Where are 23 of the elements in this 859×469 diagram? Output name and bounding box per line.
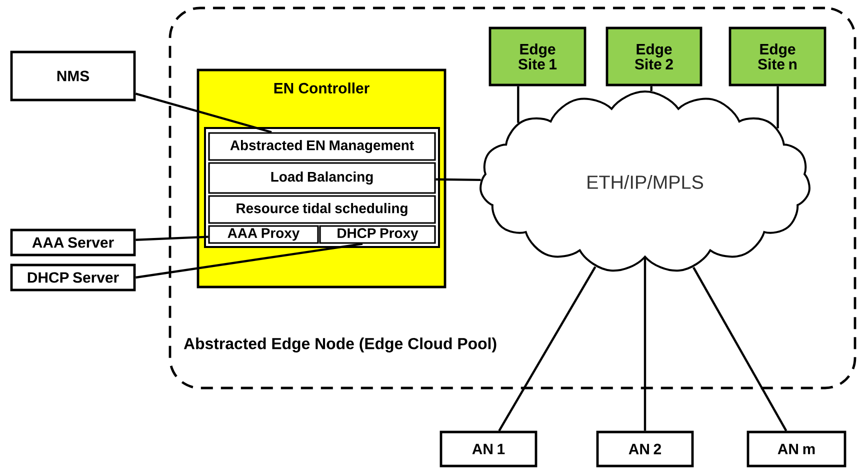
site-box: Edge Site n (728, 26, 826, 86)
connector-line (135, 92, 272, 134)
proxy-box: DHCP Proxy (319, 225, 436, 244)
connector-line (776, 86, 779, 128)
function-box: Abstracted EN Management (208, 132, 436, 161)
connector-line (136, 242, 363, 279)
connector-line (650, 86, 652, 91)
connector-line (692, 266, 788, 432)
connector-line (498, 266, 596, 432)
connector-line (436, 178, 481, 182)
node-box: AN m (746, 430, 846, 468)
network-cloud: ETH/IP/MPLS (480, 90, 810, 272)
server-box: AAA Server (10, 228, 136, 256)
node-box: AN 2 (596, 430, 694, 468)
server-box: DHCP Server (10, 264, 136, 292)
connector-line (517, 86, 520, 123)
function-box: Load Balancing (208, 162, 436, 194)
connector-line (136, 236, 208, 241)
proxy-box: AAA Proxy (208, 225, 319, 244)
site-box: Edge Site 1 (488, 26, 586, 86)
node-box: AN 1 (440, 430, 538, 468)
site-box: Edge Site 2 (606, 26, 702, 86)
system-box: NMS (10, 50, 136, 102)
